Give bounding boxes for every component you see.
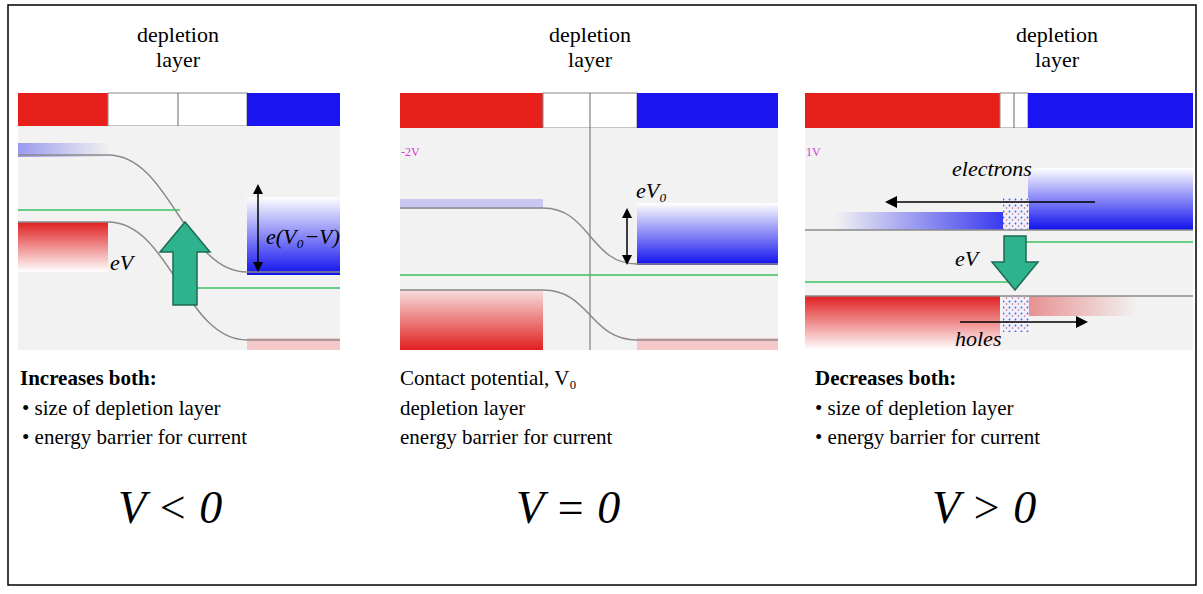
barrier-label: eV₀ (636, 178, 667, 203)
barrier-label: e(V₀−V) (266, 224, 340, 249)
bias-energy-label: eV (955, 246, 978, 271)
region-title: depletion layer (128, 22, 228, 73)
bias-energy-label: eV (110, 250, 133, 275)
panel-item: depletion layer (400, 396, 525, 420)
voltage-readout: 1V (806, 146, 821, 160)
panel-heading: Increases both: (20, 366, 157, 390)
effect-item: • energy barrier for current (815, 425, 1040, 449)
effect-item: • energy barrier for current (22, 425, 247, 449)
bias-condition: V < 0 (118, 482, 222, 535)
voltage-readout: -2V (401, 146, 420, 160)
forward-bias-panel (805, 93, 1193, 350)
panel-heading: Decreases both: (815, 366, 956, 390)
effect-item: • size of depletion layer (22, 396, 221, 420)
carrier-label: electrons (952, 156, 1032, 181)
bias-condition: V = 0 (516, 482, 620, 535)
carrier-label: holes (955, 326, 1001, 351)
effect-item: • size of depletion layer (815, 396, 1014, 420)
equilibrium-panel (400, 93, 778, 350)
region-title: depletion layer (540, 22, 640, 73)
panel-item: energy barrier for current (400, 425, 612, 449)
panel-heading: Contact potential, V₀ (400, 366, 577, 390)
bias-condition: V > 0 (932, 482, 1036, 535)
reverse-bias-panel (18, 93, 340, 350)
region-title: depletion layer (1007, 22, 1107, 73)
